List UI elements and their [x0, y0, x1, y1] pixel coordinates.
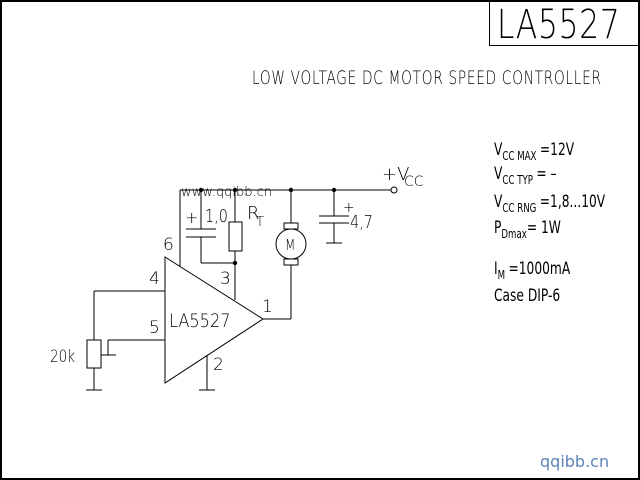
motor-top-brush [283, 222, 299, 230]
inline-watermark: www.qqibb.cn [181, 185, 272, 200]
motor-label: M [285, 237, 295, 255]
cap2-value: 4,7 [350, 211, 373, 232]
rt-subscript: T [256, 215, 264, 230]
part-number-title: LA5527 [497, 2, 621, 48]
pot-body [86, 339, 102, 369]
cap1-value: 1,0 [205, 205, 228, 226]
junction-dot [288, 187, 294, 193]
pin6-number: 6 [163, 235, 174, 255]
spec-vcc-range: VCC RNG =1,8...10V [494, 192, 606, 215]
spec-pd-max: PDmax= 1W [494, 218, 561, 241]
spec-motor-current: IM =1000mA [494, 259, 571, 282]
spec-package: Case DIP-6 [494, 286, 561, 306]
junction-dot [198, 187, 204, 193]
ic-label: LA5527 [169, 311, 230, 333]
vcc-label: +V [382, 164, 409, 185]
circuit-description: LOW VOLTAGE DC MOTOR SPEED CONTROLLER [252, 67, 602, 89]
pot-value: 20k [50, 347, 75, 367]
vcc-terminal [390, 186, 398, 194]
title-block: LA5527 [489, 0, 640, 48]
site-watermark: qqibb.cn [540, 452, 610, 471]
pin1-number: 1 [262, 297, 273, 317]
junction-dot [232, 187, 238, 193]
ic-body-triangle [164, 256, 264, 384]
cap1-polarity: + [185, 208, 198, 227]
rt-label: R [247, 203, 260, 224]
junction-dot [232, 260, 238, 266]
cap2-polarity: + [343, 200, 355, 216]
spec-vcc-max: VCC MAX =12V [494, 140, 575, 163]
motor-bottom-brush [283, 258, 299, 266]
rt-resistor-body [228, 221, 243, 252]
pin5-number: 5 [149, 318, 160, 338]
pin2-number: 2 [213, 355, 224, 375]
junction-dot [331, 187, 337, 193]
spec-vcc-typ: VCC TYP = – [494, 164, 557, 187]
vcc-subscript: CC [404, 174, 424, 190]
pin3-number: 3 [220, 269, 231, 289]
pin4-number: 4 [149, 269, 160, 289]
